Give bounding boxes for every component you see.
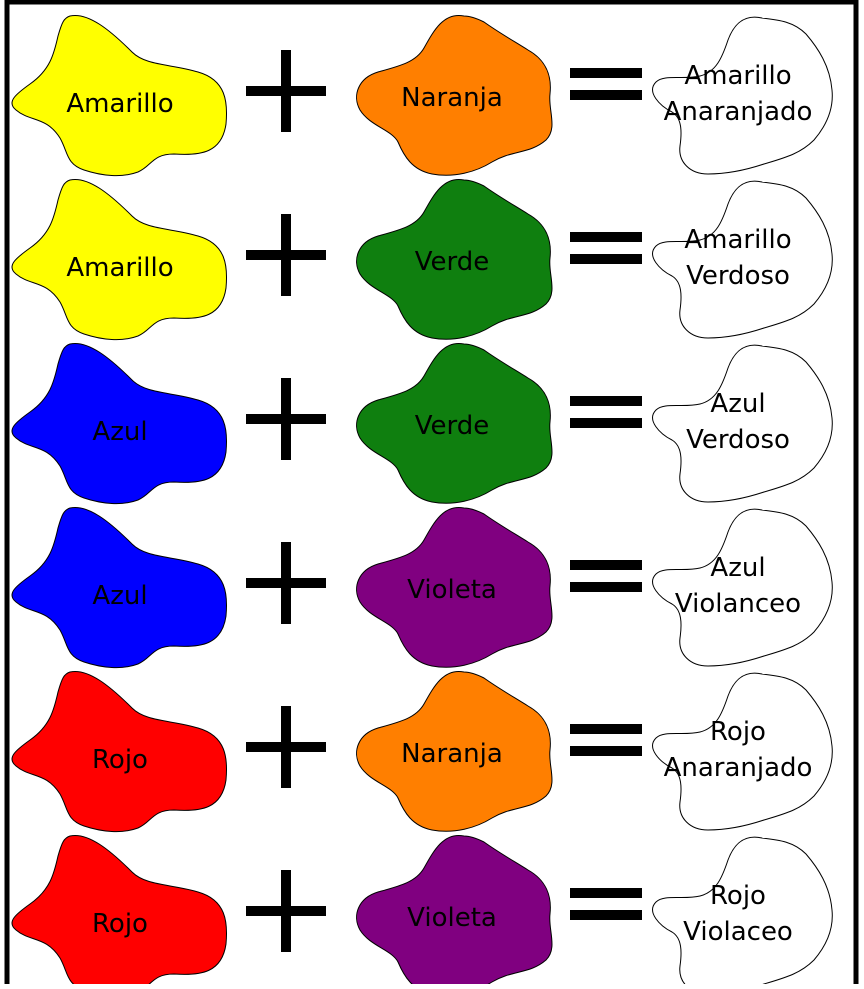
color-b-label: Naranja <box>401 739 503 769</box>
color-blob-a: Azul <box>11 342 227 505</box>
plus-sign <box>246 706 326 788</box>
color-blob-a: Azul <box>11 506 227 669</box>
equals-sign <box>570 560 642 592</box>
blob-shape <box>652 344 833 503</box>
color-blob-b: Verde <box>356 178 553 340</box>
result-label-line1: Rojo <box>710 717 766 747</box>
color-a-label: Azul <box>92 581 147 611</box>
blob-shape <box>356 14 553 176</box>
blob-shape <box>652 672 833 831</box>
color-blob-b: Violeta <box>356 834 553 989</box>
color-a-label: Azul <box>92 417 147 447</box>
color-blob-a: Rojo <box>11 670 227 833</box>
blob-shape <box>11 670 227 833</box>
color-blob-b: Naranja <box>356 670 553 832</box>
color-b-label: Naranja <box>401 83 503 113</box>
color-blob-a: Amarillo <box>11 178 227 341</box>
blob-shape <box>652 508 833 667</box>
equals-sign <box>570 724 642 756</box>
plus-sign <box>246 378 326 460</box>
plus-sign <box>246 50 326 132</box>
color-blob-a: Rojo <box>11 834 227 989</box>
equals-sign <box>570 888 642 920</box>
result-label-line1: Azul <box>710 389 765 419</box>
plus-sign <box>246 542 326 624</box>
color-b-label: Violeta <box>407 903 497 933</box>
blob-shape <box>356 506 553 668</box>
plus-sign <box>246 870 326 952</box>
equals-sign <box>570 68 642 100</box>
result-label-line2: Anaranjado <box>664 753 813 783</box>
blob-shape <box>11 506 227 669</box>
result-label-line2: Verdoso <box>686 261 790 291</box>
equals-sign <box>570 232 642 264</box>
color-a-label: Rojo <box>92 909 148 939</box>
frame-border <box>4 0 859 989</box>
color-b-label: Verde <box>415 247 490 277</box>
result-label-line2: Violanceo <box>675 589 801 619</box>
equals-sign <box>570 396 642 428</box>
result-label-line1: Amarillo <box>684 61 791 91</box>
result-label-line2: Verdoso <box>686 425 790 455</box>
blob-shape <box>356 178 553 340</box>
blob-shape <box>356 834 553 989</box>
result-label-line2: Anaranjado <box>664 97 813 127</box>
color-a-label: Amarillo <box>66 89 173 119</box>
blob-shape <box>652 180 833 339</box>
blob-shape <box>11 834 227 989</box>
result-label-line1: Rojo <box>710 881 766 911</box>
color-a-label: Amarillo <box>66 253 173 283</box>
color-b-label: Verde <box>415 411 490 441</box>
color-blob-b: Violeta <box>356 506 553 668</box>
result-label-line1: Amarillo <box>684 225 791 255</box>
color-blob-b: Naranja <box>356 14 553 176</box>
blob-shape <box>356 342 553 504</box>
blob-shape <box>356 670 553 832</box>
blob-shape <box>11 14 227 177</box>
blob-shape <box>652 16 833 175</box>
color-a-label: Rojo <box>92 745 148 775</box>
color-blob-b: Verde <box>356 342 553 504</box>
blob-shape <box>11 178 227 341</box>
result-label-line1: Azul <box>710 553 765 583</box>
blob-shape <box>11 342 227 505</box>
color-b-label: Violeta <box>407 575 497 605</box>
color-blob-a: Amarillo <box>11 14 227 177</box>
result-label-line2: Violaceo <box>683 917 793 947</box>
plus-sign <box>246 214 326 296</box>
